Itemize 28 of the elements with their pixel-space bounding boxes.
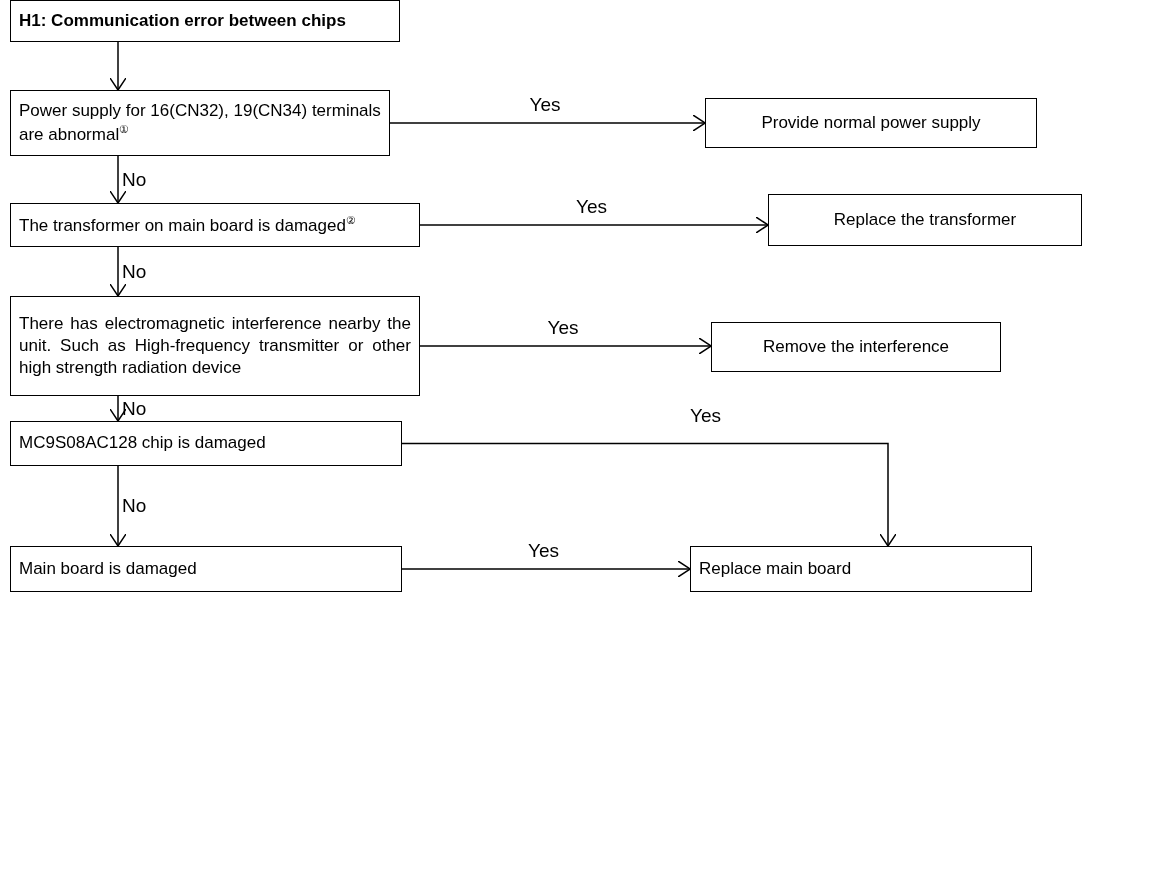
process-box: Remove the interference: [711, 322, 1001, 372]
process-box: Replace the transformer: [768, 194, 1082, 246]
edge-label: Yes: [528, 541, 559, 560]
title-box: H1: Communication error between chips: [10, 0, 400, 42]
edge-label: Yes: [576, 197, 607, 216]
arrow: [419, 337, 712, 355]
process-box: Main board is damaged: [10, 546, 402, 592]
process-box: MC9S08AC128 chip is damaged: [10, 421, 402, 466]
edge-label: No: [122, 398, 147, 418]
arrow: [401, 442, 897, 547]
process-box: Power supply for 16(CN32), 19(CN34) terminals are abnormal$^{①}$: [10, 90, 390, 156]
arrow: [109, 155, 127, 204]
edge-label: No: [122, 169, 147, 189]
edge-label: Yes: [690, 405, 721, 425]
edge-label: Yes: [529, 95, 561, 114]
process-box: There has electromagnetic interference nearby the unit. Such as High-frequency transmitter or other high strength radiation device: [10, 296, 420, 396]
arrow: [109, 41, 127, 91]
arrow: [109, 465, 127, 547]
edge-label: No: [122, 496, 147, 515]
arrow: [419, 216, 769, 234]
edge-label: Yes: [547, 318, 579, 337]
arrow: [389, 114, 706, 132]
process-box: Replace main board: [690, 546, 1032, 592]
edge-label: No: [122, 261, 147, 281]
process-box: Provide normal power supply: [705, 98, 1037, 148]
arrow: [401, 560, 691, 578]
arrow: [109, 246, 127, 297]
process-box: The transformer on main board is damaged$^{②}$: [10, 203, 420, 247]
